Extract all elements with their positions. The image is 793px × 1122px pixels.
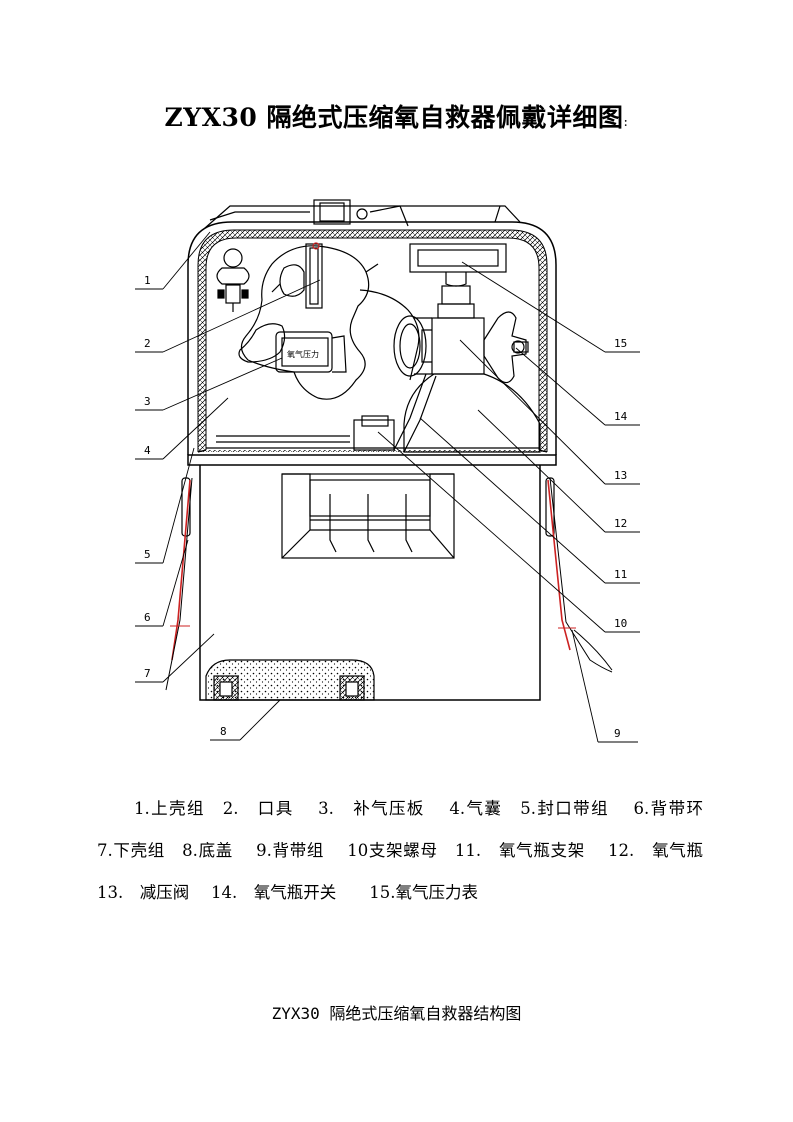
parts-legend: 1.上壳组 2. 口具 3. 补气压板 4.气囊 5.封口带组 6.背带环 7.… [97,799,736,902]
callout-14: 14 [614,410,628,423]
callout-15: 15 [614,337,627,350]
callout-8: 8 [220,725,227,738]
callout-10: 10 [614,617,627,630]
bottom-cover [205,659,375,701]
gauge-dial-text: 氧气压力 [287,349,319,359]
title-tail: : [623,115,629,130]
callout-3: 3 [144,395,151,408]
structure-diagram: 氧气压力 1 2 3 4 5 6 7 8 [135,199,640,743]
callout-7: 7 [144,667,151,680]
figure-caption: ZYX30 隔绝式压缩氧自救器结构图 [271,1004,522,1023]
divider-plate [187,435,557,466]
callout-9: 9 [614,727,621,740]
page-title: ZYX30 隔绝式压缩氧自救器佩戴详细图: [0,98,793,134]
oxygen-cylinder [403,373,541,453]
leader-lines [135,231,640,743]
lower-shell [199,465,541,701]
mouthpiece [216,248,250,312]
callout-1: 1 [144,274,151,287]
callout-12: 12 [614,517,627,530]
callout-6: 6 [144,611,151,624]
press-plate [238,323,347,373]
cylinder-bracket [353,373,437,453]
callout-13: 13 [614,469,627,482]
back-straps [171,479,571,661]
callout-5: 5 [144,548,151,561]
callout-11: 11 [614,568,627,581]
callout-4: 4 [144,444,151,457]
title-main: ZYX30 隔绝式压缩氧自救器佩戴详细图 [164,103,624,132]
top-strap [204,199,521,229]
callout-2: 2 [144,337,151,350]
breathing-bag [240,242,420,400]
